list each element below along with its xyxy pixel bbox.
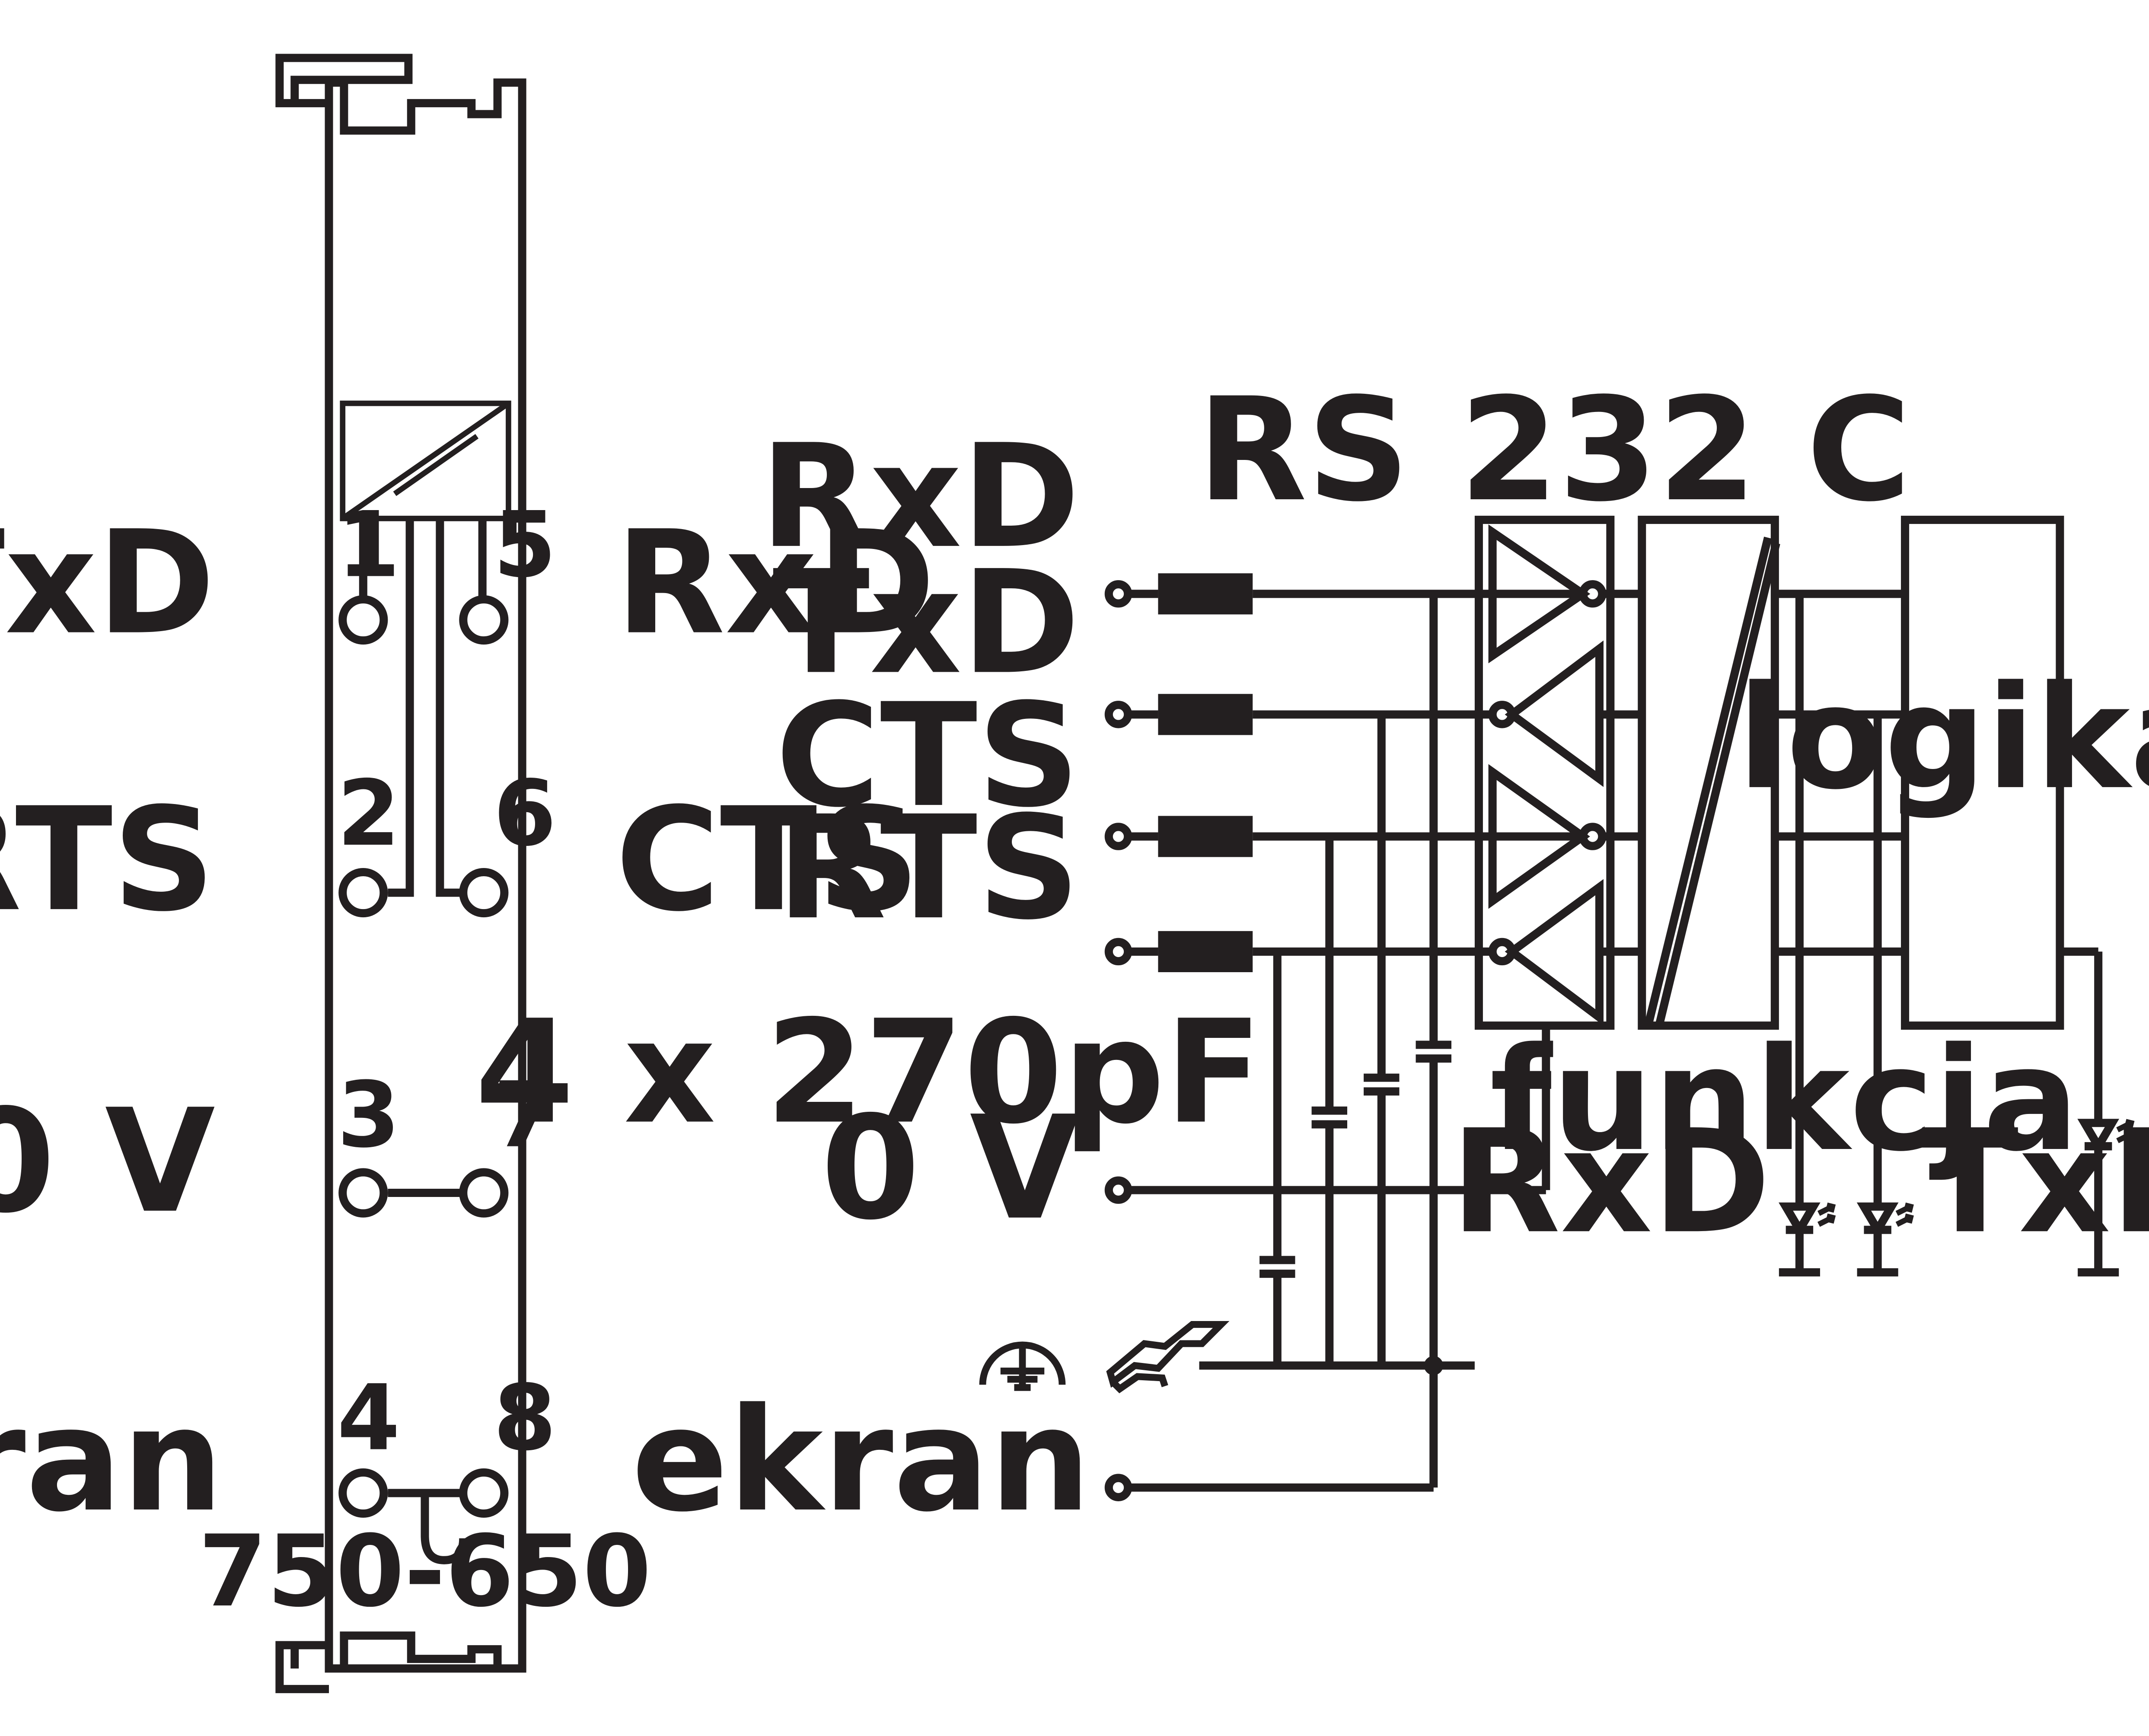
bottom-rail-clip xyxy=(275,1631,502,1693)
module-housing xyxy=(325,78,526,1673)
schematic: RxD TxD CTS RTS 0 V ekran xyxy=(475,367,2149,1543)
led-label-function: funkcja xyxy=(1490,1017,2079,1183)
label-rxd: RxD xyxy=(615,500,935,666)
pin-number-4: 4 xyxy=(337,1366,400,1471)
led-rxd-icon xyxy=(1779,594,1836,1276)
input-label-rts: RTS xyxy=(777,785,1080,951)
terminal-8 xyxy=(459,1468,509,1518)
input-label-txd: TxD xyxy=(772,540,1080,706)
label-0v: 0 V xyxy=(0,1079,216,1245)
transceiver-label: RS 232 C xyxy=(1197,367,1911,533)
label-ekran: ekran xyxy=(0,1377,223,1543)
wire-pin1-pin2 xyxy=(359,518,414,897)
capacitors xyxy=(1259,594,1452,1366)
terminal-2 xyxy=(338,868,388,918)
terminal-3 xyxy=(338,1168,388,1218)
label-rts: RTS xyxy=(0,777,215,943)
label-cts: CTS xyxy=(615,777,920,943)
led-label-rxd: RxD xyxy=(1451,1099,1770,1265)
isolation-block xyxy=(1638,516,1780,1030)
terminal-7 xyxy=(459,1168,509,1218)
logic-label: logika xyxy=(1738,655,2149,821)
converter-icon xyxy=(340,400,511,521)
junction-dot xyxy=(1424,1356,1443,1375)
ground-icon xyxy=(979,1341,1066,1391)
capacitors-label: 4 x 270pF xyxy=(475,989,1262,1155)
terminal-6 xyxy=(459,868,509,918)
module-front-view: 1 2 3 4 5 6 7 8 750-650 TxD RTS 0 V ekra… xyxy=(0,54,935,1693)
pin-number-5: 5 xyxy=(494,493,557,598)
logic-block xyxy=(1901,516,2064,1030)
label-txd: TxD xyxy=(0,500,215,666)
pin-number-7: 7 xyxy=(494,1063,557,1168)
din-rail-icon xyxy=(1106,1321,1230,1394)
terminal-4 xyxy=(338,1468,388,1518)
pin-number-2: 2 xyxy=(337,761,400,866)
input-label-cts: CTS xyxy=(775,673,1080,839)
led-txd-icon xyxy=(1856,714,1914,1276)
model-number: 750-650 xyxy=(198,1514,651,1629)
pin-number-1: 1 xyxy=(337,493,400,598)
input-label-rxd: RxD xyxy=(760,414,1080,580)
pin-number-6: 6 xyxy=(494,761,557,866)
input-label-ekran: ekran xyxy=(631,1377,1091,1543)
pin-number-3: 3 xyxy=(337,1063,400,1168)
filter-chokes xyxy=(1158,573,1253,972)
pin-number-8: 8 xyxy=(494,1366,557,1471)
terminal-5 xyxy=(459,595,509,645)
led-function-icon xyxy=(2060,947,2135,1276)
input-label-0v: 0 V xyxy=(821,1085,1081,1251)
wire-pin5-pin6 xyxy=(436,518,487,897)
wire-pin4-pin8 xyxy=(388,1489,468,1564)
rs232-transceiver xyxy=(1474,516,1615,1030)
top-rail-clip xyxy=(275,54,413,108)
terminal-1 xyxy=(338,595,388,645)
